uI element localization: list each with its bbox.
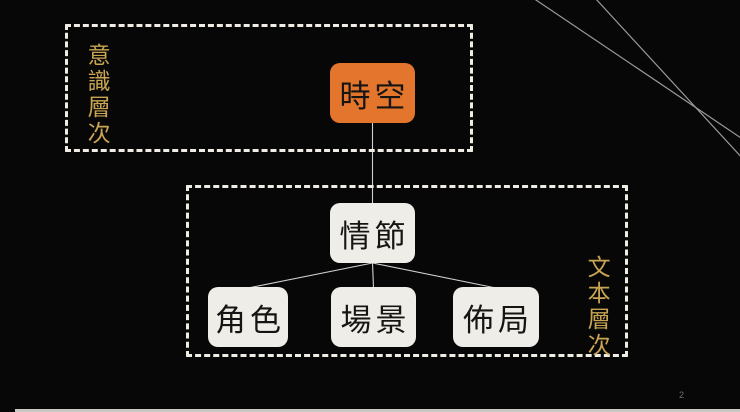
page-number: 2 <box>679 390 685 400</box>
spacetime-node-label: 時空 <box>339 78 410 115</box>
layout-node-label: 佈局 <box>463 302 533 339</box>
decor-diagonal-line-2 <box>596 0 740 157</box>
consciousness-layer-label: 意識層次 <box>83 43 110 147</box>
character-node: 角色 <box>208 287 288 347</box>
text-layer-frame <box>186 185 628 357</box>
consciousness-layer-frame <box>65 24 473 152</box>
character-node-label: 角色 <box>215 302 285 339</box>
bottom-edge-strip <box>15 409 740 412</box>
plot-node-label: 情節 <box>339 218 410 255</box>
decor-diagonal-line-1 <box>534 0 740 139</box>
spacetime-node: 時空 <box>330 63 415 123</box>
text-layer-label: 文本層次 <box>583 255 610 359</box>
scene-node: 場景 <box>331 287 416 347</box>
scene-node-label: 場景 <box>340 302 411 339</box>
plot-node: 情節 <box>330 203 415 263</box>
layout-node: 佈局 <box>453 287 539 347</box>
